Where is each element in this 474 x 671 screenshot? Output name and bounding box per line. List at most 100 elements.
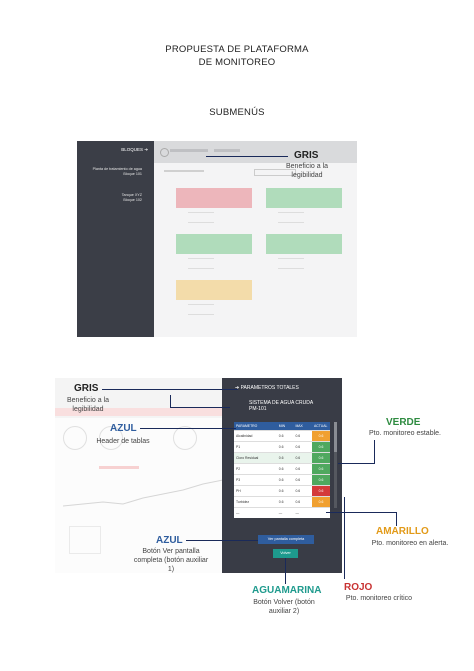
max-cell: 0.6 <box>293 463 312 475</box>
annotation-line <box>170 395 171 407</box>
min-cell: — <box>276 507 294 518</box>
param-cell: — <box>234 507 277 518</box>
gauge-icon <box>63 426 87 450</box>
annotation-line <box>102 389 238 390</box>
table-scrollbar[interactable] <box>334 422 337 508</box>
annotation-gris-desc: Beneficio a la legibilidad <box>285 163 329 179</box>
topbar-text-placeholder <box>170 149 208 152</box>
annotation-rojo-label: ROJO <box>344 582 373 593</box>
panel-header-label: PARAMETROS TOTALES <box>240 385 299 391</box>
annotation-rojo-desc: Pto. monitoreo crítico <box>345 595 413 602</box>
sidebar-item[interactable]: Planta de tratamiento de agua Bloque 101 <box>72 167 142 177</box>
card-detail-placeholder <box>278 258 304 269</box>
annotation-line <box>326 512 396 513</box>
max-cell: 0.6 <box>293 496 312 508</box>
section-title: SUBMENÚS <box>209 107 265 118</box>
document-title-line2: DE MONITOREO <box>198 57 276 68</box>
table-header-cell: ACTUAL <box>312 422 330 431</box>
sidebar-item-sublabel: Bloque 102 <box>123 198 142 202</box>
system-name: SISTEMA DE AGUA CRUDA <box>249 400 314 406</box>
annotation-verde-desc: Pto. monitoreo estable. <box>369 430 441 437</box>
annotation-azul-label: AZUL <box>110 423 137 434</box>
table-scrollbar-thumb[interactable] <box>334 422 337 452</box>
status-card-green[interactable] <box>176 234 252 254</box>
actual-cell: 0.6 <box>312 452 330 464</box>
status-card-green[interactable] <box>266 234 342 254</box>
sidebar-item-label: Planta de tratamiento de agua <box>92 167 142 171</box>
gauge-icon <box>99 426 123 450</box>
annotation-line <box>206 156 288 157</box>
table-header-cell: PARAMETRO <box>234 422 277 431</box>
sidebar-header[interactable]: BLOQUES ➔ <box>121 147 148 152</box>
annotation-line <box>374 440 375 464</box>
param-cell: Alcalinidad <box>234 430 277 442</box>
search-box[interactable] <box>254 169 296 176</box>
param-cell: Cloro Residual <box>234 452 277 464</box>
chart-title-placeholder <box>99 466 139 469</box>
min-cell: 0.6 <box>276 441 294 453</box>
annotation-line <box>170 407 230 408</box>
annotation-azul-label: AZUL <box>156 535 183 546</box>
actual-cell: 0.6 <box>312 496 330 508</box>
annotation-line <box>285 558 286 584</box>
volver-button[interactable]: Volver <box>273 549 298 558</box>
card-detail-placeholder <box>188 258 214 269</box>
status-card-red[interactable] <box>176 188 252 208</box>
param-cell: P2 <box>234 463 277 475</box>
subtitle-placeholder <box>164 170 204 172</box>
annotation-verde-label: VERDE <box>386 417 421 428</box>
mockup1-topbar <box>154 141 357 163</box>
table-row[interactable]: ——— <box>234 507 330 518</box>
actual-cell: 0.6 <box>312 463 330 475</box>
param-cell: P3 <box>234 474 277 486</box>
param-cell: PH <box>234 485 277 497</box>
annotation-gris-label: GRIS <box>294 150 319 161</box>
min-cell: 0.6 <box>276 474 294 486</box>
actual-cell <box>312 507 330 518</box>
sidebar-item-sublabel: Bloque 101 <box>123 172 142 176</box>
min-cell: 0.6 <box>276 452 294 464</box>
trend-chart <box>63 479 223 507</box>
annotation-line <box>140 428 236 429</box>
background-alert-band <box>55 408 227 416</box>
card-detail-placeholder <box>278 212 304 223</box>
max-cell: 0.6 <box>293 474 312 486</box>
view-fullscreen-button[interactable]: Ver pantalla completa <box>258 535 314 544</box>
min-cell: 0.6 <box>276 496 294 508</box>
annotation-azul-desc: Header de tablas <box>96 438 150 445</box>
document-title-line1: PROPUESTA DE PLATAFORMA <box>165 44 309 55</box>
status-card-green[interactable] <box>266 188 342 208</box>
status-card-yellow[interactable] <box>176 280 252 300</box>
system-title: SISTEMA DE AGUA CRUDA PM-101 <box>249 400 313 412</box>
logo-icon <box>160 148 169 157</box>
annotation-gris-label: GRIS <box>74 383 99 394</box>
actual-cell: 0.6 <box>312 485 330 497</box>
min-cell: 0.6 <box>276 485 294 497</box>
max-cell: 0.6 <box>293 430 312 442</box>
min-cell: 0.6 <box>276 463 294 475</box>
table-header-cell: MAX <box>293 422 312 431</box>
annotation-gris-desc: Beneficio a la legibilidad <box>66 397 110 413</box>
system-code: PM-101 <box>249 406 267 412</box>
max-cell: 0.6 <box>293 452 312 464</box>
annotation-azul-desc: Botón Ver pantalla completa (botón auxil… <box>133 548 209 573</box>
annotation-line <box>338 463 374 464</box>
panel-header[interactable]: ➔ PARAMETROS TOTALES <box>235 385 299 391</box>
param-cell: P1 <box>234 441 277 453</box>
annotation-aguamarina-label: AGUAMARINA <box>252 585 322 596</box>
table-header-row: PARAMETRO MIN MAX ACTUAL <box>234 422 330 431</box>
actual-cell: 0.6 <box>312 474 330 486</box>
sidebar-item[interactable]: Tanque XYZ Bloque 102 <box>72 193 142 203</box>
mockup1-sidebar: BLOQUES ➔ Planta de tratamiento de agua … <box>77 141 154 337</box>
card-detail-placeholder <box>188 212 214 223</box>
max-cell: 0.6 <box>293 485 312 497</box>
readout-box <box>69 526 101 554</box>
